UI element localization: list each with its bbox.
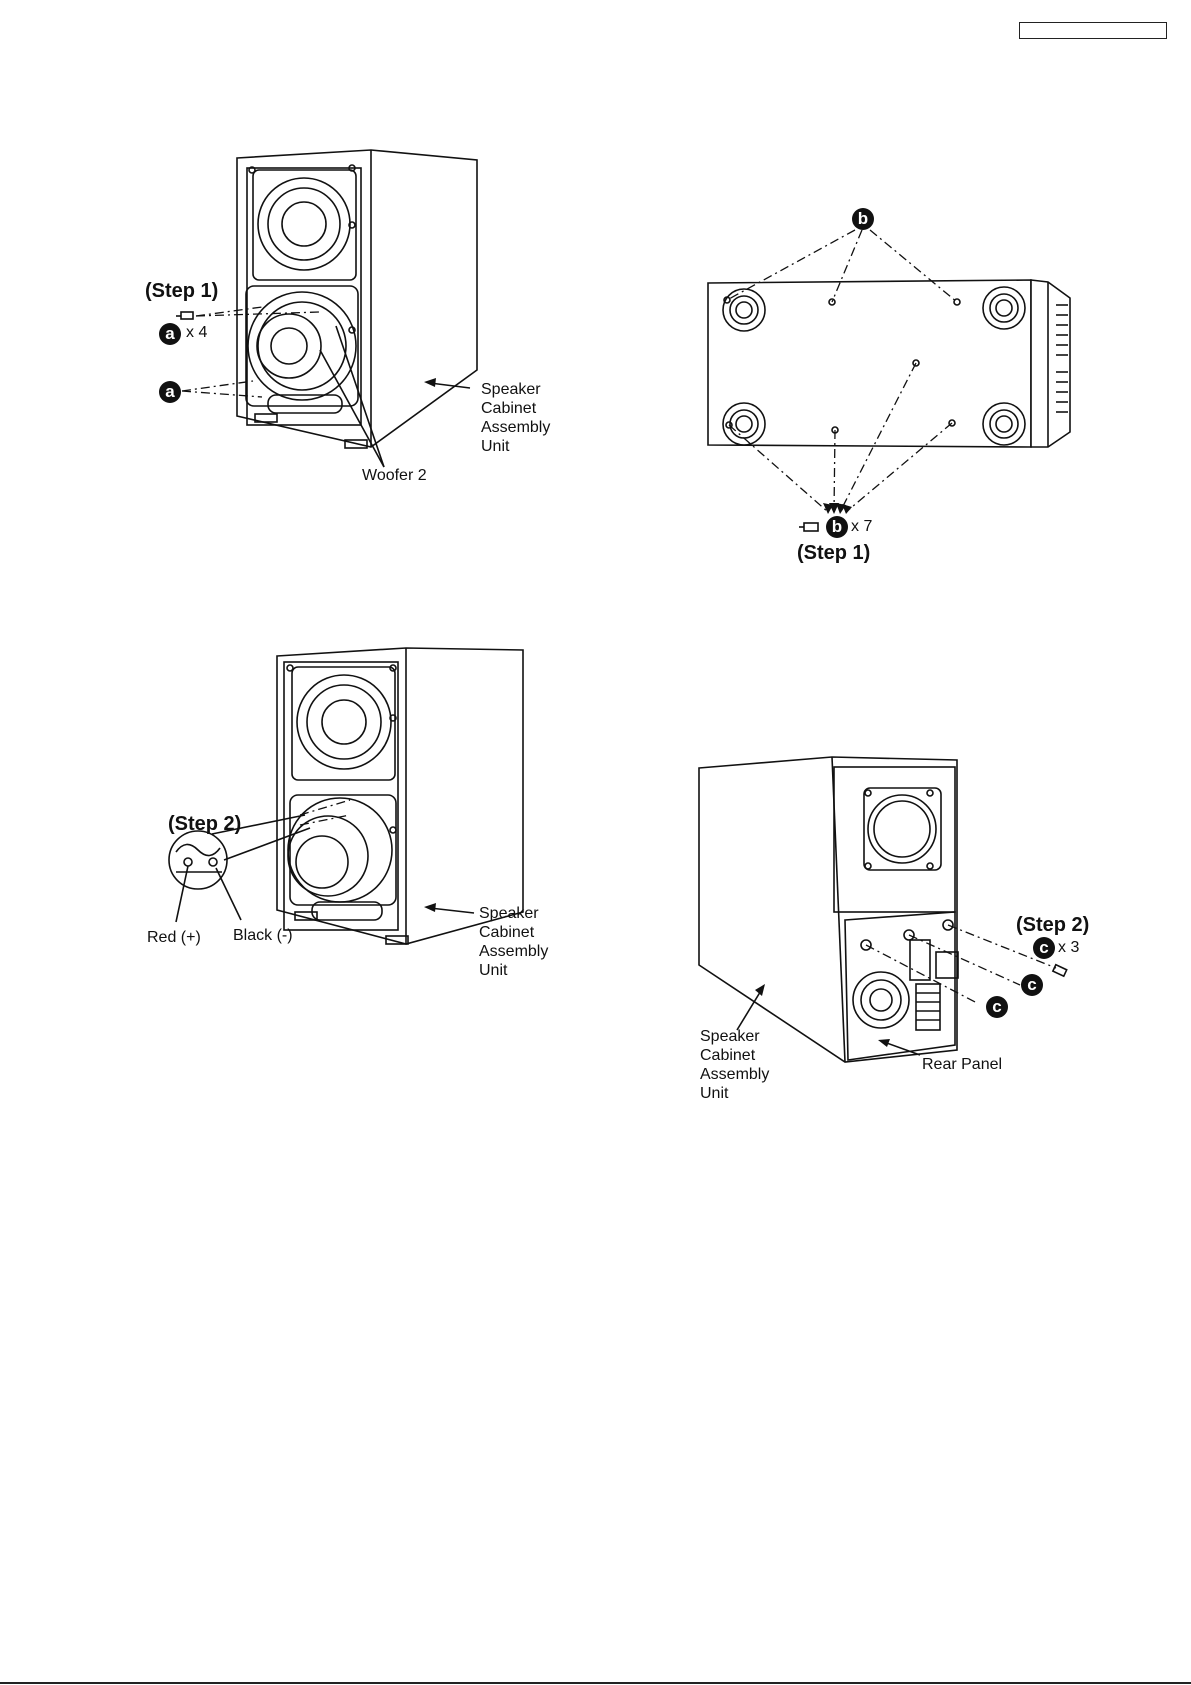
fig4-callout-badge-1: c [1021, 974, 1043, 996]
fig4-callout-badge-2: c [986, 996, 1008, 1018]
fig4-step-label: (Step 2) [1016, 914, 1089, 937]
fig4-rear-panel-label: Rear Panel [922, 1055, 1002, 1074]
page-bottom-rule [0, 1682, 1191, 1684]
fig4-screw-qty: x 3 [1058, 939, 1079, 957]
fig4-cabinet-label: Speaker Cabinet Assembly Unit [700, 1027, 769, 1103]
fig4-screw-badge: c [1033, 937, 1055, 959]
